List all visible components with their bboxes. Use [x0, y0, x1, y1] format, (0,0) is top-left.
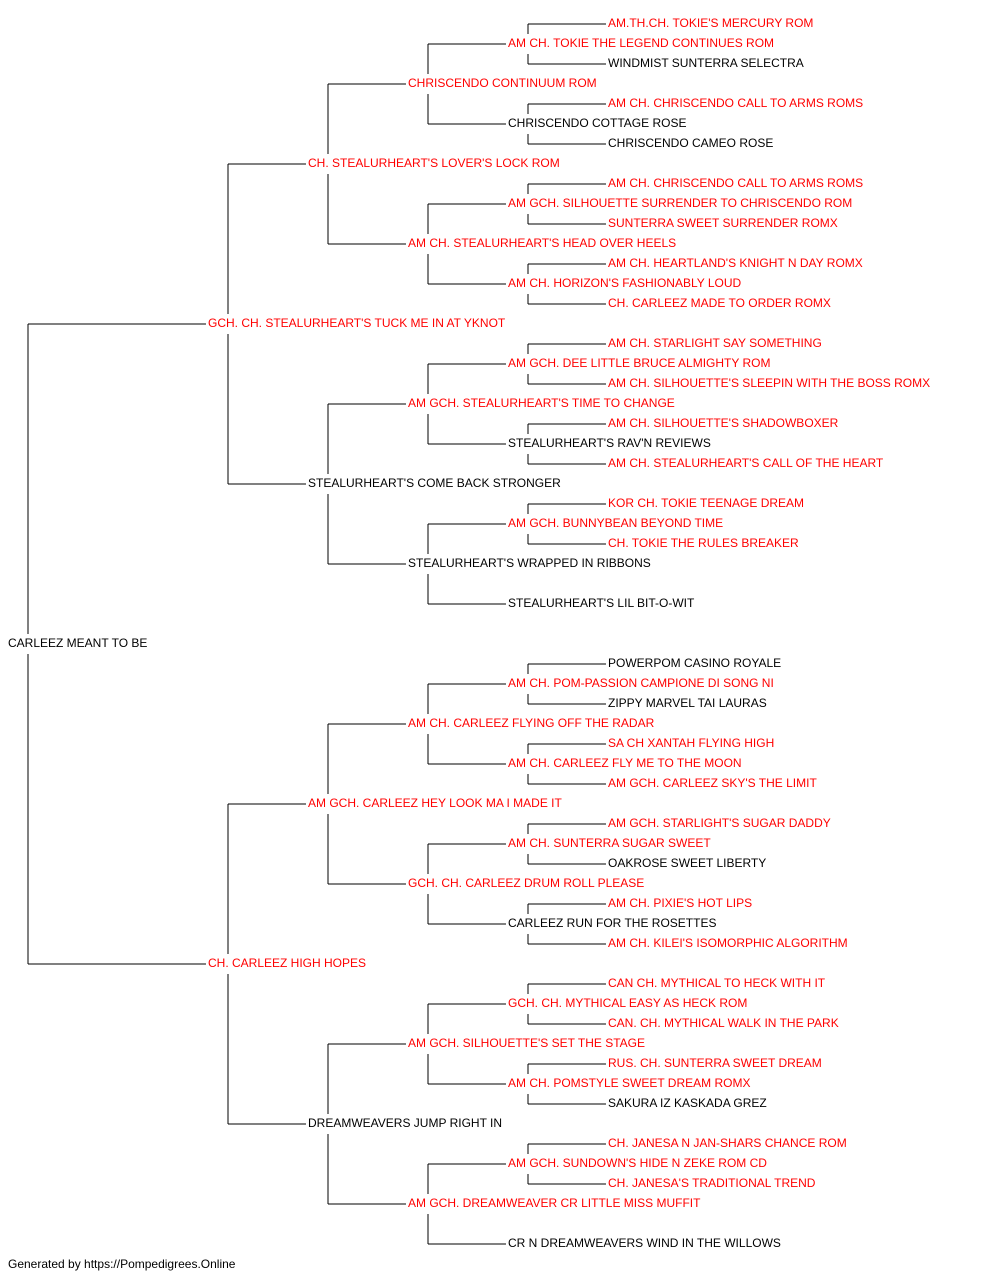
- generator-footer: Generated by https://Pompedigrees.Online: [8, 1257, 236, 1271]
- pedigree-node-can-ch-mythical-walk-in-the-park: CAN. CH. MYTHICAL WALK IN THE PARK: [608, 1016, 839, 1030]
- pedigree-node-stealurheart-s-rav-n-reviews: STEALURHEART'S RAV'N REVIEWS: [508, 436, 711, 450]
- pedigree-node-am-ch-chriscendo-call-to-arms-roms: AM CH. CHRISCENDO CALL TO ARMS ROMS: [608, 96, 864, 110]
- pedigree-node-chriscendo-continuum-rom: CHRISCENDO CONTINUUM ROM: [408, 76, 597, 90]
- pedigree-node-sakura-iz-kaskada-grez: SAKURA IZ KASKADA GREZ: [608, 1096, 767, 1110]
- pedigree-node-gch-ch-mythical-easy-as-heck-rom: GCH. CH. MYTHICAL EASY AS HECK ROM: [508, 996, 748, 1010]
- pedigree-node-carleez-run-for-the-rosettes: CARLEEZ RUN FOR THE ROSETTES: [508, 916, 717, 930]
- pedigree-node-ch-janesa-n-jan-shars-chance-rom: CH. JANESA N JAN-SHARS CHANCE ROM: [608, 1136, 847, 1150]
- pedigree-node-am-ch-silhouette-s-sleepin-with-the-boss-romx: AM CH. SILHOUETTE'S SLEEPIN WITH THE BOS…: [608, 376, 931, 390]
- pedigree-node-am-gch-silhouette-surrender-to-chriscendo-rom: AM GCH. SILHOUETTE SURRENDER TO CHRISCEN…: [508, 196, 853, 210]
- pedigree-node-windmist-sunterra-selectra: WINDMIST SUNTERRA SELECTRA: [608, 56, 804, 70]
- pedigree-node-ch-stealurheart-s-lover-s-lock-rom: CH. STEALURHEART'S LOVER'S LOCK ROM: [308, 156, 560, 170]
- pedigree-node-am-ch-silhouette-s-shadowboxer: AM CH. SILHOUETTE'S SHADOWBOXER: [608, 416, 839, 430]
- pedigree-node-am-ch-carleez-flying-off-the-radar: AM CH. CARLEEZ FLYING OFF THE RADAR: [408, 716, 655, 730]
- pedigree-node-ch-carleez-high-hopes: CH. CARLEEZ HIGH HOPES: [208, 956, 367, 970]
- pedigree-node-am-ch-heartland-s-knight-n-day-romx: AM CH. HEARTLAND'S KNIGHT N DAY ROMX: [608, 256, 863, 270]
- pedigree-node-am-ch-pom-passion-campione-di-song-ni: AM CH. POM-PASSION CAMPIONE DI SONG NI: [508, 676, 774, 690]
- pedigree-node-am-gch-bunnybean-beyond-time: AM GCH. BUNNYBEAN BEYOND TIME: [508, 516, 724, 530]
- pedigree-node-am-gch-starlight-s-sugar-daddy: AM GCH. STARLIGHT'S SUGAR DADDY: [608, 816, 831, 830]
- pedigree-node-carleez-meant-to-be: CARLEEZ MEANT TO BE: [8, 636, 148, 650]
- pedigree-node-stealurheart-s-come-back-stronger: STEALURHEART'S COME BACK STRONGER: [308, 476, 561, 490]
- pedigree-node-dreamweavers-jump-right-in: DREAMWEAVERS JUMP RIGHT IN: [308, 1116, 503, 1130]
- pedigree-node-am-gch-silhouette-s-set-the-stage: AM GCH. SILHOUETTE'S SET THE STAGE: [408, 1036, 645, 1050]
- pedigree-node-am-gch-carleez-sky-s-the-limit: AM GCH. CARLEEZ SKY'S THE LIMIT: [608, 776, 817, 790]
- pedigree-node-sa-ch-xantah-flying-high: SA CH XANTAH FLYING HIGH: [608, 736, 775, 750]
- pedigree-node-cr-n-dreamweavers-wind-in-the-willows: CR N DREAMWEAVERS WIND IN THE WILLOWS: [508, 1236, 781, 1250]
- pedigree-node-am-ch-pomstyle-sweet-dream-romx: AM CH. POMSTYLE SWEET DREAM ROMX: [508, 1076, 751, 1090]
- pedigree-node-am-ch-carleez-fly-me-to-the-moon: AM CH. CARLEEZ FLY ME TO THE MOON: [508, 756, 742, 770]
- pedigree-node-am-ch-tokie-the-legend-continues-rom: AM CH. TOKIE THE LEGEND CONTINUES ROM: [508, 36, 775, 50]
- pedigree-node-sunterra-sweet-surrender-romx: SUNTERRA SWEET SURRENDER ROMX: [608, 216, 838, 230]
- pedigree-node-am-ch-pixie-s-hot-lips: AM CH. PIXIE'S HOT LIPS: [608, 896, 753, 910]
- pedigree-node-am-gch-stealurheart-s-time-to-change: AM GCH. STEALURHEART'S TIME TO CHANGE: [408, 396, 675, 410]
- pedigree-node-am-gch-dreamweaver-cr-little-miss-muffit: AM GCH. DREAMWEAVER CR LITTLE MISS MUFFI…: [408, 1196, 701, 1210]
- pedigree-node-gch-ch-stealurheart-s-tuck-me-in-at-yknot: GCH. CH. STEALURHEART'S TUCK ME IN AT YK…: [208, 316, 506, 330]
- pedigree-node-am-ch-kilei-s-isomorphic-algorithm: AM CH. KILEI'S ISOMORPHIC ALGORITHM: [608, 936, 848, 950]
- pedigree-node-am-ch-starlight-say-something: AM CH. STARLIGHT SAY SOMETHING: [608, 336, 822, 350]
- pedigree-node-am-ch-chriscendo-call-to-arms-roms: AM CH. CHRISCENDO CALL TO ARMS ROMS: [608, 176, 864, 190]
- pedigree-node-am-ch-horizon-s-fashionably-loud: AM CH. HORIZON'S FASHIONABLY LOUD: [508, 276, 742, 290]
- pedigree-node-kor-ch-tokie-teenage-dream: KOR CH. TOKIE TEENAGE DREAM: [608, 496, 805, 510]
- pedigree-node-stealurheart-s-lil-bit-o-wit: STEALURHEART'S LIL BIT-O-WIT: [508, 596, 695, 610]
- pedigree-node-ch-tokie-the-rules-breaker: CH. TOKIE THE RULES BREAKER: [608, 536, 799, 550]
- pedigree-node-can-ch-mythical-to-heck-with-it: CAN CH. MYTHICAL TO HECK WITH IT: [608, 976, 826, 990]
- pedigree-node-am-ch-stealurheart-s-call-of-the-heart: AM CH. STEALURHEART'S CALL OF THE HEART: [608, 456, 884, 470]
- pedigree-node-am-gch-sundown-s-hide-n-zeke-rom-cd: AM GCH. SUNDOWN'S HIDE N ZEKE ROM CD: [508, 1156, 767, 1170]
- pedigree-node-chriscendo-cameo-rose: CHRISCENDO CAMEO ROSE: [608, 136, 774, 150]
- pedigree-node-am-ch-sunterra-sugar-sweet: AM CH. SUNTERRA SUGAR SWEET: [508, 836, 711, 850]
- pedigree-node-ch-carleez-made-to-order-romx: CH. CARLEEZ MADE TO ORDER ROMX: [608, 296, 831, 310]
- pedigree-node-powerpom-casino-royale: POWERPOM CASINO ROYALE: [608, 656, 782, 670]
- pedigree-node-rus-ch-sunterra-sweet-dream: RUS. CH. SUNTERRA SWEET DREAM: [608, 1056, 822, 1070]
- pedigree-node-am-gch-dee-little-bruce-almighty-rom: AM GCH. DEE LITTLE BRUCE ALMIGHTY ROM: [508, 356, 771, 370]
- pedigree-node-am-gch-carleez-hey-look-ma-i-made-it: AM GCH. CARLEEZ HEY LOOK MA I MADE IT: [308, 796, 562, 810]
- pedigree-node-chriscendo-cottage-rose: CHRISCENDO COTTAGE ROSE: [508, 116, 687, 130]
- pedigree-node-oakrose-sweet-liberty: OAKROSE SWEET LIBERTY: [608, 856, 767, 870]
- pedigree-node-ch-janesa-s-traditional-trend: CH. JANESA'S TRADITIONAL TREND: [608, 1176, 816, 1190]
- pedigree-node-stealurheart-s-wrapped-in-ribbons: STEALURHEART'S WRAPPED IN RIBBONS: [408, 556, 651, 570]
- pedigree-node-am-th-ch-tokie-s-mercury-rom: AM.TH.CH. TOKIE'S MERCURY ROM: [608, 16, 814, 30]
- pedigree-node-gch-ch-carleez-drum-roll-please: GCH. CH. CARLEEZ DRUM ROLL PLEASE: [408, 876, 645, 890]
- pedigree-node-zippy-marvel-tai-lauras: ZIPPY MARVEL TAI LAURAS: [608, 696, 767, 710]
- pedigree-node-am-ch-stealurheart-s-head-over-heels: AM CH. STEALURHEART'S HEAD OVER HEELS: [408, 236, 677, 250]
